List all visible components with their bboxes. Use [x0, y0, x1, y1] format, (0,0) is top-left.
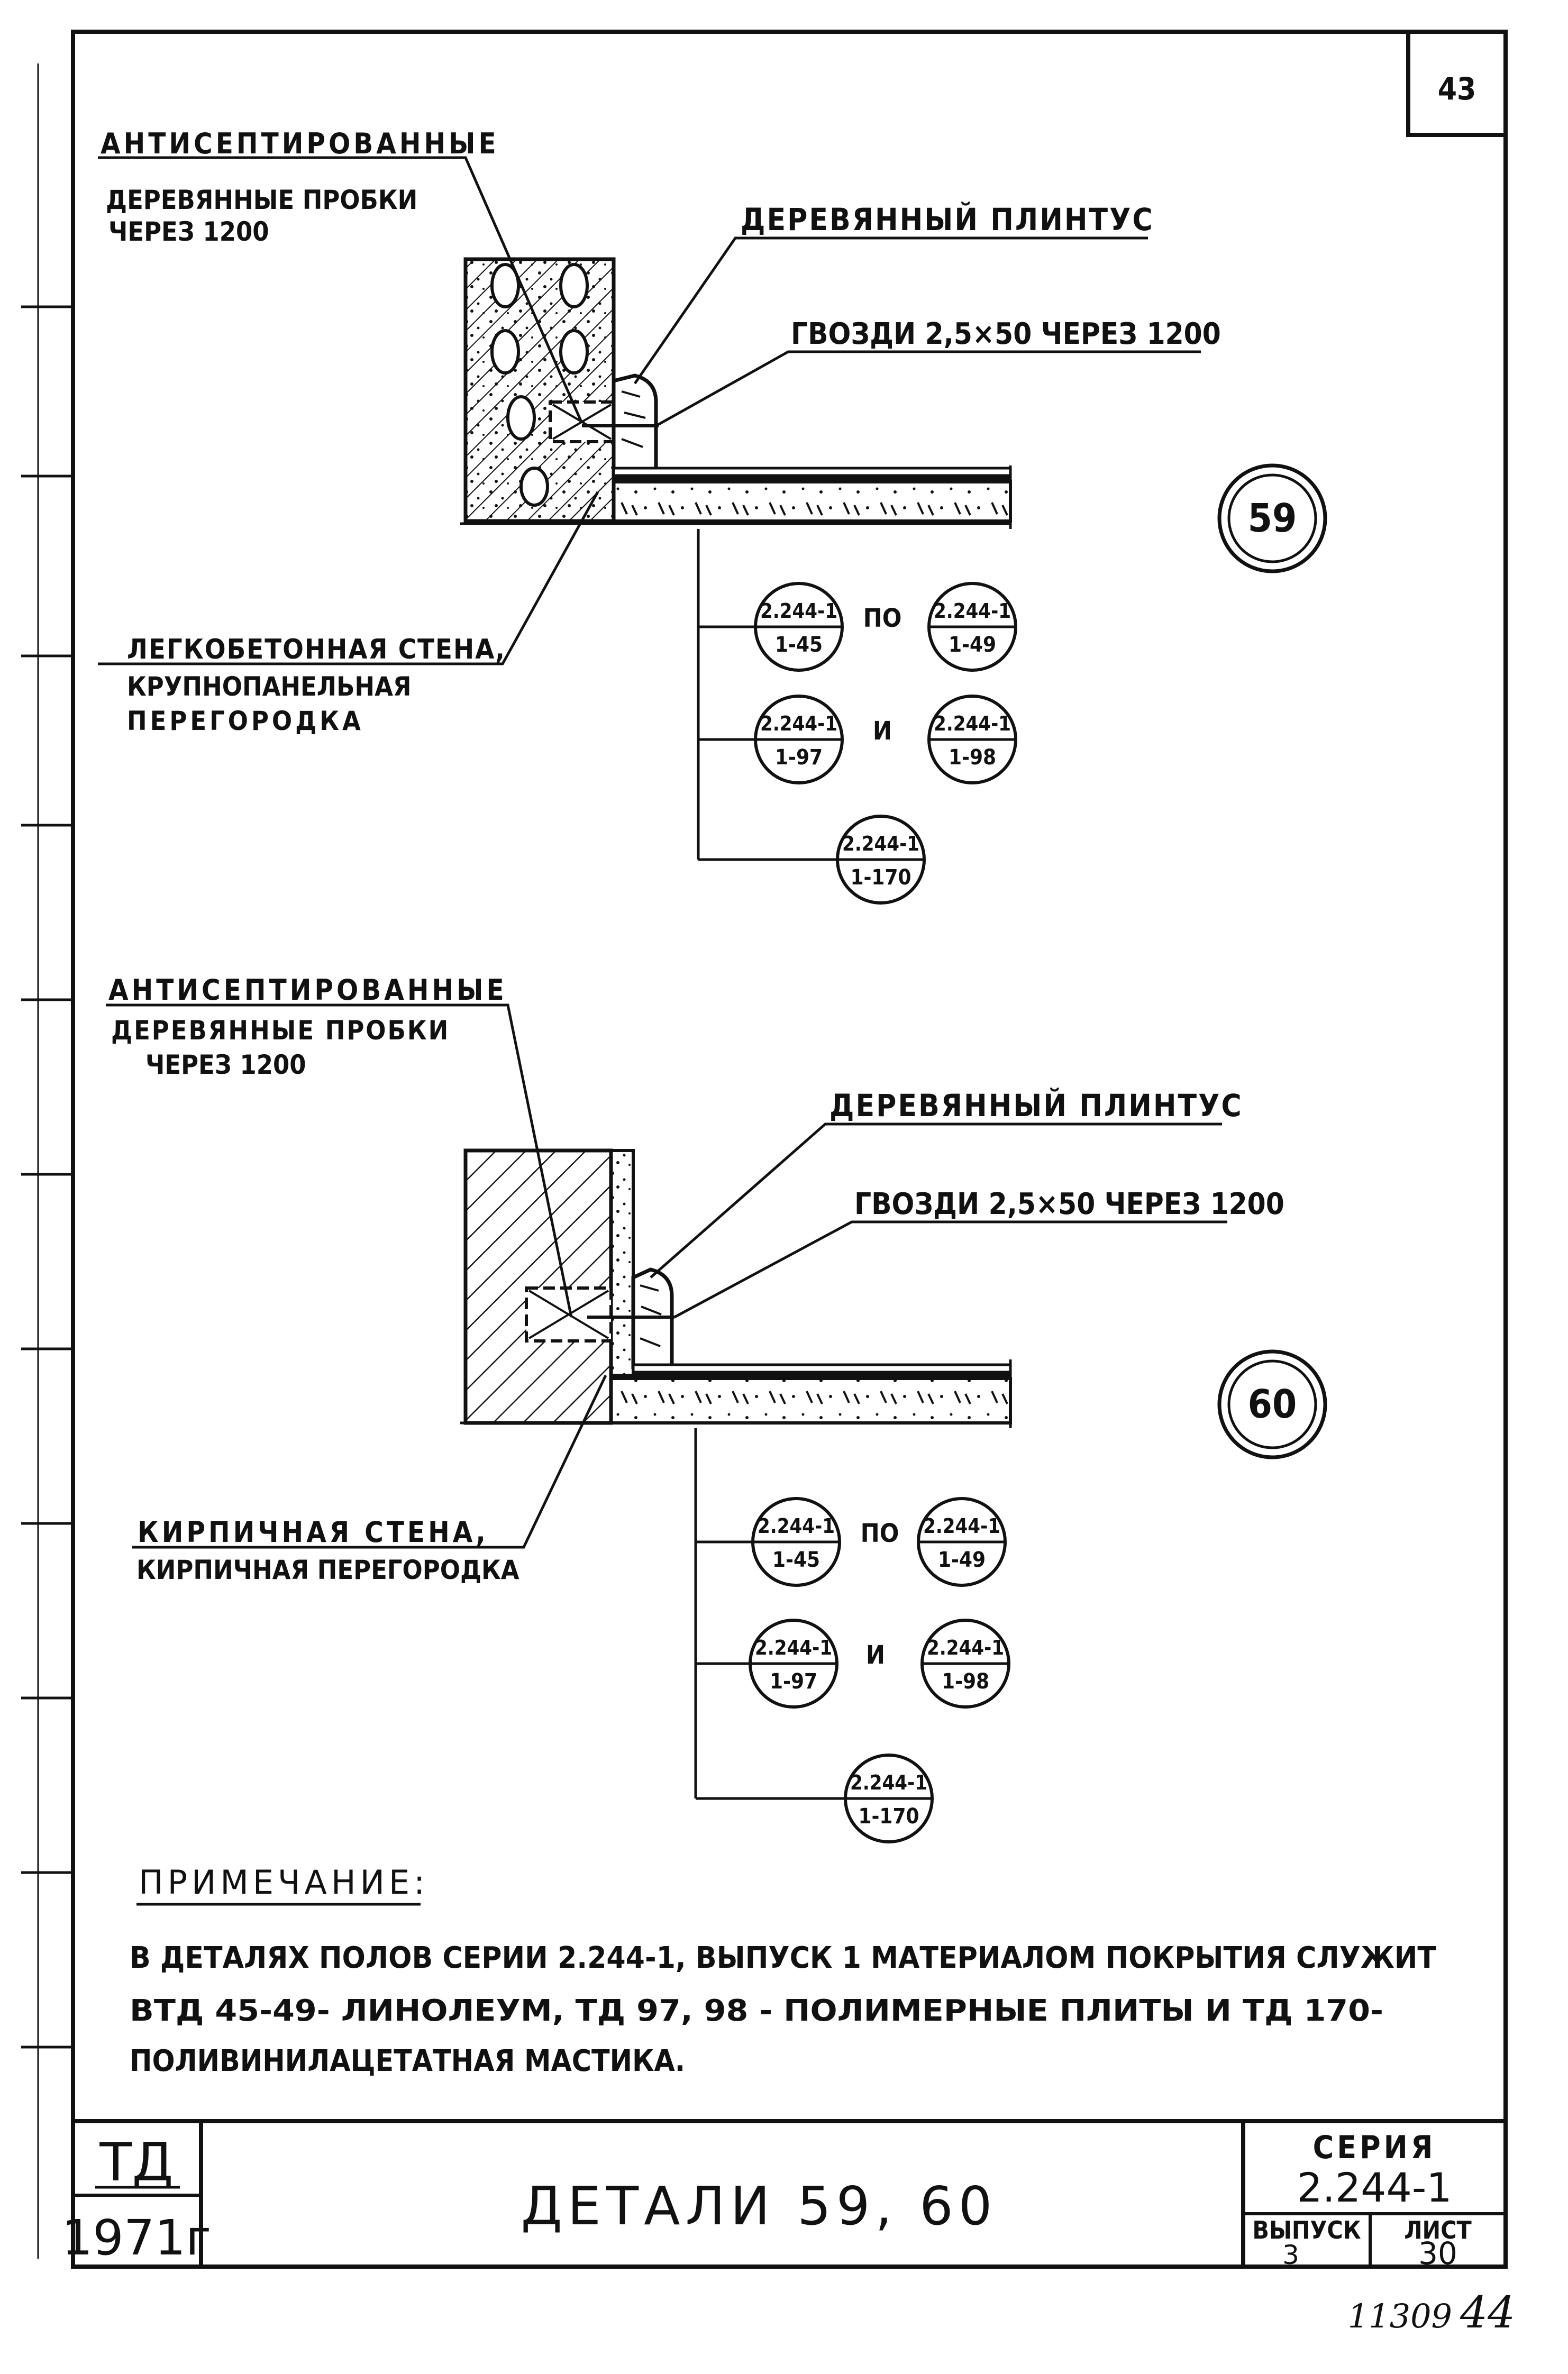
detail60-wall-label-2: КИРПИЧНАЯ ПЕРЕГОРОДКА	[136, 1555, 519, 1585]
floor-layers	[609, 1363, 1012, 1425]
detail60-plugs-label-1: АНТИСЕПТИРОВАННЫЕ	[108, 973, 507, 1007]
doc-year: 1971г	[62, 2209, 211, 2266]
svg-text:2.244-1: 2.244-1	[760, 712, 837, 735]
detail59-plugs-label-3: ЧЕРЕЗ 1200	[108, 216, 269, 247]
sheet-number: 43	[1438, 71, 1476, 107]
detail60-wall-label-1: КИРПИЧНАЯ СТЕНА,	[138, 1515, 489, 1549]
series-value: 2.244-1	[1297, 2164, 1452, 2211]
detail59-ref-1-170: 2.244-1 1-170	[836, 815, 926, 905]
sheet-frame	[71, 30, 1508, 2269]
detail59-number-outer	[1217, 463, 1327, 573]
plaster-layer	[609, 1149, 635, 1377]
svg-text:1-49: 1-49	[938, 1548, 986, 1572]
detail59-ref-1-97: 2.244-1 1-97	[754, 695, 844, 784]
wooden-plinth	[612, 373, 658, 473]
detail60-number-inner	[1227, 1359, 1317, 1449]
note-title: ПРИМЕЧАНИЕ:	[139, 1863, 429, 1902]
svg-text:2.244-1: 2.244-1	[758, 1514, 835, 1538]
svg-text:1-98: 1-98	[942, 1669, 989, 1694]
detail60-conj-i: И	[866, 1640, 885, 1670]
detail60-number-outer	[1217, 1349, 1327, 1459]
brick-wall	[463, 1148, 613, 1425]
archive-number: 11309	[1348, 2297, 1452, 2335]
detail60-ref-1-98: 2.244-1 1-98	[920, 1619, 1010, 1709]
svg-text:2.244-1: 2.244-1	[934, 599, 1011, 623]
note-line-3: ПОЛИВИНИЛАЦЕТАТНАЯ МАСТИКА.	[130, 2044, 685, 2078]
detail-60: АНТИСЕПТИРОВАННЫЕ ДЕРЕВЯННЫЕ ПРОБКИ ЧЕРЕ…	[106, 973, 1327, 1843]
note-line-2: ВТД 45-49- ЛИНОЛЕУМ, ТД 97, 98 - ПОЛИМЕР…	[130, 1994, 1383, 2028]
sheet-value: 30	[1418, 2235, 1457, 2271]
svg-text:2.244-1: 2.244-1	[927, 1636, 1004, 1659]
series-label: СЕРИЯ	[1313, 2129, 1436, 2166]
detail60-ref-1-45: 2.244-1 1-45	[751, 1497, 841, 1587]
issue-label: ВЫПУСК	[1252, 2216, 1361, 2244]
detail59-plugs-label-2: ДЕРЕВЯННЫЕ ПРОБКИ	[106, 185, 417, 215]
detail60-ref-1-49: 2.244-1 1-49	[917, 1497, 1007, 1587]
detail59-conj-i: И	[873, 716, 892, 746]
detail59-ref-bracket	[697, 529, 841, 861]
detail60-ref-1-97: 2.244-1 1-97	[749, 1619, 838, 1709]
note-line-1: В ДЕТАЛЯХ ПОЛОВ СЕРИИ 2.244-1, ВЫПУСК 1 …	[130, 1941, 1437, 1975]
issue-value: 3	[1282, 2240, 1299, 2270]
floor-layers	[612, 467, 1012, 523]
svg-text:1-45: 1-45	[772, 1548, 820, 1572]
detail59-wall-label-1: ЛЕГКОБЕТОННАЯ СТЕНА,	[127, 634, 506, 665]
detail60-nails-label: ГВОЗДИ 2,5×50 ЧЕРЕЗ 1200	[854, 1187, 1284, 1221]
svg-text:2.244-1: 2.244-1	[850, 1771, 927, 1794]
detail59-plinth-label: ДЕРЕВЯННЫЙ ПЛИНТУС	[741, 201, 1154, 238]
detail59-ref-1-49: 2.244-1 1-49	[927, 582, 1017, 672]
detail59-conj-po: ПО	[863, 604, 902, 633]
detail59-wall-label-2: КРУПНОПАНЕЛЬНАЯ	[127, 671, 412, 702]
svg-text:1-97: 1-97	[770, 1669, 817, 1694]
detail59-number-inner	[1227, 473, 1317, 563]
detail60-conj-po: ПО	[861, 1519, 899, 1548]
detail-59: АНТИСЕПТИРОВАННЫЕ ДЕРЕВЯННЫЕ ПРОБКИ ЧЕРЕ…	[98, 127, 1327, 905]
detail60-ref-bracket	[694, 1428, 846, 1800]
svg-text:1-45: 1-45	[775, 633, 823, 657]
detail59-plugs-label-1: АНТИСЕПТИРОВАННЫЕ	[101, 127, 499, 160]
detail59-ref-1-98: 2.244-1 1-98	[927, 695, 1017, 784]
archive-suffix: 44	[1460, 2288, 1515, 2338]
note-block: ПРИМЕЧАНИЕ: В ДЕТАЛЯХ ПОЛОВ СЕРИИ 2.244-…	[130, 1863, 1437, 2078]
detail60-plinth-label: ДЕРЕВЯННЫЙ ПЛИНТУС	[829, 1087, 1243, 1124]
svg-text:1-98: 1-98	[949, 745, 996, 770]
svg-text:2.244-1: 2.244-1	[923, 1514, 1000, 1538]
detail60-number: 60	[1248, 1382, 1297, 1427]
detail59-nails-label: ГВОЗДИ 2,5×50 ЧЕРЕЗ 1200	[791, 317, 1221, 351]
sheet-label: ЛИСТ	[1404, 2216, 1472, 2244]
doc-code: ТД	[99, 2131, 173, 2193]
wall-voids	[490, 263, 589, 507]
detail59-number: 59	[1248, 496, 1297, 541]
sheet-title: ДЕТАЛИ 59, 60	[521, 2175, 998, 2237]
svg-text:1-170: 1-170	[858, 1804, 919, 1829]
svg-text:2.244-1: 2.244-1	[760, 599, 837, 623]
svg-text:1-170: 1-170	[850, 865, 911, 890]
svg-text:2.244-1: 2.244-1	[934, 712, 1011, 735]
detail59-ref-1-45: 2.244-1 1-45	[754, 582, 844, 672]
binding-strip	[21, 63, 73, 2259]
svg-text:1-97: 1-97	[775, 745, 823, 770]
detail60-plugs-label-3: ЧЕРЕЗ 1200	[145, 1049, 306, 1080]
svg-text:2.244-1: 2.244-1	[755, 1636, 832, 1659]
svg-text:2.244-1: 2.244-1	[842, 832, 919, 855]
detail60-plugs-label-2: ДЕРЕВЯННЫЕ ПРОБКИ	[111, 1015, 450, 1046]
svg-text:1-49: 1-49	[949, 633, 996, 657]
detail60-ref-1-170: 2.244-1 1-170	[844, 1754, 934, 1843]
title-block: ТД 1971г ДЕТАЛИ 59, 60 СЕРИЯ 2.244-1 ВЫП…	[62, 2129, 1472, 2271]
detail59-wall-label-3: ПЕРЕГОРОДКА	[127, 706, 364, 736]
